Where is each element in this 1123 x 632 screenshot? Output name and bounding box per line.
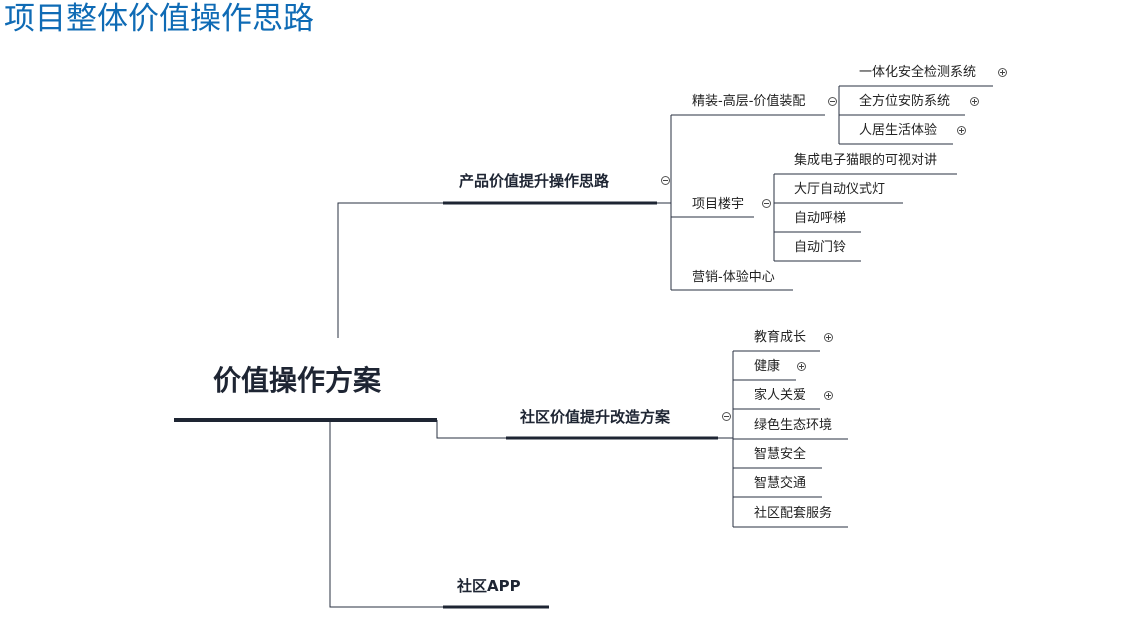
node-yingxiao[interactable]: 营销-体验中心 <box>692 270 775 285</box>
branch-product[interactable]: 产品价值提升操作思路 <box>459 172 610 190</box>
node-jingzhuang[interactable]: 精装-高层-价值装配 <box>692 94 806 109</box>
expand-icon[interactable] <box>957 126 966 135</box>
list-item[interactable]: 一体化安全检测系统 <box>859 65 977 80</box>
root-node[interactable]: 价值操作方案 <box>213 364 382 397</box>
collapse-product-icon[interactable] <box>661 176 670 185</box>
collapse-louyu-icon[interactable] <box>762 199 771 208</box>
list-item[interactable]: 智慧交通 <box>754 476 807 491</box>
branch-app[interactable]: 社区APP <box>457 577 521 595</box>
connector-root-app <box>329 422 443 608</box>
list-item[interactable]: 健康 <box>754 359 781 374</box>
expand-icon[interactable] <box>824 333 833 342</box>
list-item[interactable]: 大厅自动仪式灯 <box>794 182 886 197</box>
list-item[interactable]: 绿色生态环境 <box>754 418 833 433</box>
list-item[interactable]: 社区配套服务 <box>754 506 833 521</box>
expand-icon[interactable] <box>970 97 979 106</box>
expand-icon[interactable] <box>998 68 1007 77</box>
expand-icon[interactable] <box>824 391 833 400</box>
connector-root-product <box>337 202 443 338</box>
collapse-community-icon[interactable] <box>722 412 731 421</box>
list-item[interactable]: 自动呼梯 <box>794 211 847 226</box>
collapse-jingzhuang-icon[interactable] <box>828 97 837 106</box>
list-item[interactable]: 人居生活体验 <box>859 123 938 138</box>
page-title: 项目整体价值操作思路 <box>4 1 314 37</box>
branch-community[interactable]: 社区价值提升改造方案 <box>520 408 671 426</box>
list-item[interactable]: 集成电子猫眼的可视对讲 <box>794 153 938 168</box>
list-item[interactable]: 家人关爱 <box>754 388 807 403</box>
expand-icon[interactable] <box>797 362 806 371</box>
list-item[interactable]: 自动门铃 <box>794 240 847 255</box>
node-louyu[interactable]: 项目楼宇 <box>692 197 745 212</box>
list-item[interactable]: 全方位安防系统 <box>859 94 951 109</box>
connector-root-community <box>436 420 506 439</box>
list-item[interactable]: 教育成长 <box>754 330 807 345</box>
list-item[interactable]: 智慧安全 <box>754 447 807 462</box>
